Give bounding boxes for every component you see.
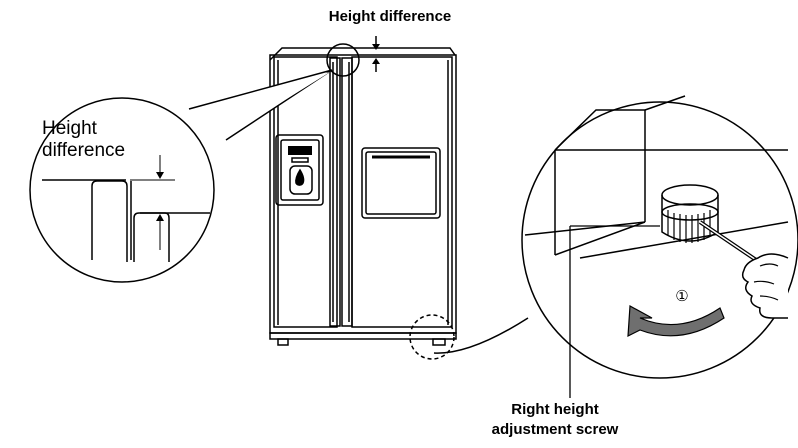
freezer-door: [273, 56, 338, 328]
adjustment-screw-zoom-callout: [433, 95, 798, 398]
step-marker: ①: [675, 288, 689, 305]
fridge-door: [351, 56, 453, 328]
hand-icon: [741, 253, 789, 319]
height-difference-arrows: [372, 36, 380, 72]
screw-location-highlight: [409, 314, 455, 360]
freezer-handle: [329, 57, 341, 327]
fridge-front-panel: [361, 147, 441, 219]
zoom-label-line2: difference: [42, 140, 126, 161]
height-difference-highlight: [326, 43, 360, 77]
fridge-base: [269, 332, 457, 340]
curved-arrow-icon: [627, 305, 725, 338]
left-foot: [277, 338, 289, 346]
adjustment-screw-label: Right height adjustment screw: [470, 400, 640, 440]
refrigerator: [269, 36, 457, 360]
zoom-height-difference-label: Height difference: [42, 118, 125, 162]
screw-label-line2: adjustment screw: [491, 421, 619, 438]
zoom-label-line1: Height: [42, 118, 97, 139]
screw-label-line1: Right height: [511, 401, 599, 418]
water-drop-icon: [295, 168, 305, 186]
right-foot: [432, 338, 446, 346]
height-adjustment-screw: [661, 184, 719, 243]
height-difference-zoom-callout: [29, 69, 333, 283]
height-difference-label: Height difference: [328, 8, 452, 25]
fridge-handle: [341, 57, 353, 327]
ice-water-dispenser: [275, 134, 324, 206]
